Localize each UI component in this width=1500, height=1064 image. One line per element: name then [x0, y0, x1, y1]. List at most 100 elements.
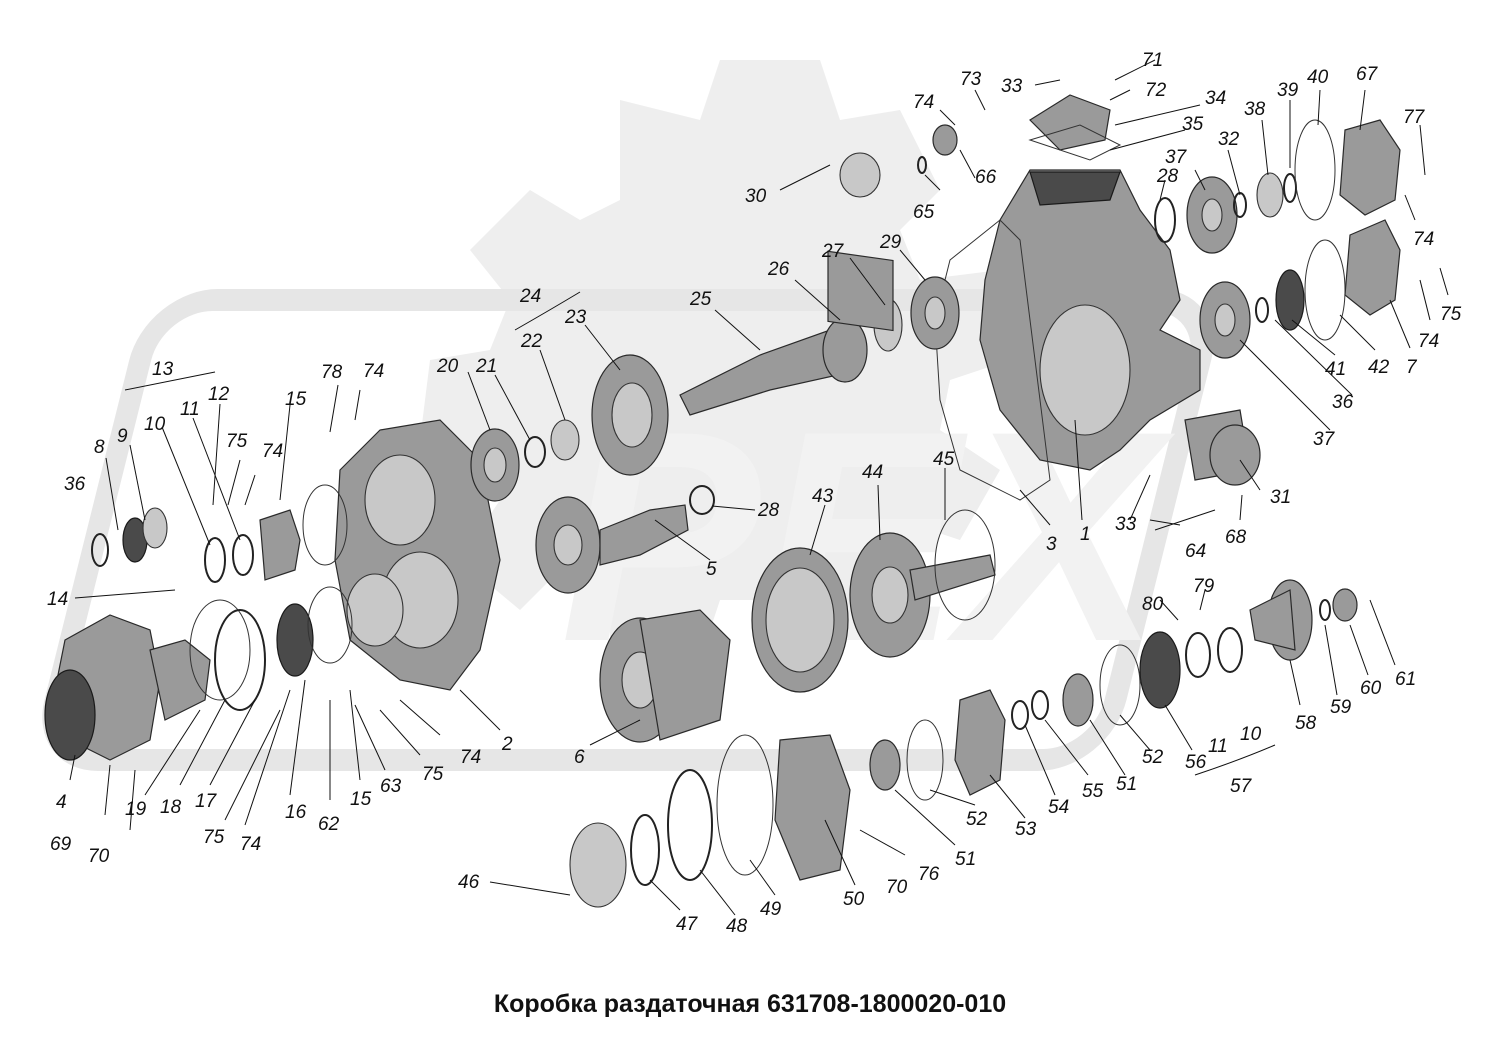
label-61: 61: [1395, 669, 1416, 690]
label-78: 78: [321, 362, 343, 383]
label-24: 24: [519, 286, 541, 307]
label-9: 9: [117, 426, 128, 447]
label-74-right1: 74: [1413, 229, 1434, 250]
label-47: 47: [676, 914, 699, 935]
label-55: 55: [1082, 781, 1104, 802]
page-title: Коробка раздаточная 631708-1800020-010: [493, 990, 1007, 1018]
label-28-top: 28: [1156, 166, 1179, 187]
label-1: 1: [1080, 524, 1091, 545]
label-15: 15: [285, 389, 307, 410]
label-44: 44: [862, 462, 883, 483]
label-69: 69: [50, 834, 72, 855]
label-74-bl: 74: [240, 834, 261, 855]
label-6: 6: [574, 747, 585, 768]
flange-30: [827, 152, 894, 332]
label-74-left: 74: [262, 441, 283, 462]
label-8: 8: [94, 437, 105, 458]
label-4: 4: [56, 792, 67, 813]
label-74-top: 74: [913, 92, 934, 113]
leader-lines: [69, 59, 1449, 916]
label-79: 79: [1193, 576, 1215, 597]
label-66: 66: [975, 167, 997, 188]
label-26: 26: [767, 259, 790, 280]
label-36-left: 36: [64, 474, 86, 495]
label-70-mid: 70: [886, 877, 908, 898]
label-56: 56: [1185, 752, 1207, 773]
label-64: 64: [1185, 541, 1206, 562]
label-80: 80: [1142, 594, 1164, 615]
gear-23: [591, 354, 669, 476]
label-17: 17: [195, 791, 218, 812]
label-10: 10: [144, 414, 166, 435]
label-76: 76: [918, 864, 940, 885]
label-20: 20: [436, 356, 459, 377]
label-19: 19: [125, 799, 147, 820]
label-52-left: 52: [966, 809, 988, 830]
differential-6: [599, 609, 731, 743]
label-37-top: 37: [1165, 147, 1188, 168]
ring-gear-43: [751, 547, 849, 693]
label-43: 43: [812, 486, 834, 507]
label-73: 73: [960, 69, 982, 90]
label-11: 11: [180, 399, 200, 420]
label-75-right: 75: [1440, 304, 1462, 325]
label-67: 67: [1356, 64, 1379, 85]
label-18: 18: [160, 797, 182, 818]
label-62: 62: [318, 814, 340, 835]
label-72: 72: [1145, 80, 1167, 101]
pump-assembly-4: [44, 599, 266, 761]
label-71: 71: [1142, 50, 1163, 71]
label-2: 2: [501, 734, 513, 755]
label-27: 27: [821, 241, 845, 262]
cover-67: [1339, 119, 1401, 316]
label-28-mid: 28: [757, 500, 780, 521]
label-10-rear: 10: [1240, 724, 1262, 745]
label-5: 5: [706, 559, 717, 580]
label-36-right: 36: [1332, 392, 1354, 413]
left-parts: [91, 484, 353, 677]
label-16: 16: [285, 802, 307, 823]
label-54: 54: [1048, 797, 1069, 818]
part-labels: 1 2 3 4 5 6 7 8 9 10 10 11 11 12 13 14 1…: [47, 50, 1462, 937]
bearings-right: [1154, 119, 1346, 359]
label-25: 25: [689, 289, 712, 310]
label-46: 46: [458, 872, 480, 893]
label-30: 30: [745, 186, 767, 207]
label-45: 45: [933, 449, 955, 470]
cover-2: [334, 419, 501, 691]
label-63: 63: [380, 776, 402, 797]
label-3: 3: [1046, 534, 1057, 555]
gear-shaft-5: [535, 485, 715, 594]
label-23: 23: [564, 307, 587, 328]
label-31: 31: [1270, 487, 1291, 508]
label-34: 34: [1205, 88, 1226, 109]
flange-31: [1184, 409, 1261, 486]
label-74-cover: 74: [363, 361, 384, 382]
label-41: 41: [1325, 359, 1346, 380]
label-74-bottom: 74: [460, 747, 481, 768]
label-60: 60: [1360, 678, 1382, 699]
label-14: 14: [47, 589, 68, 610]
label-15-b: 15: [350, 789, 372, 810]
label-75-mid: 75: [422, 764, 444, 785]
label-13: 13: [152, 359, 174, 380]
label-75-bl: 75: [203, 827, 225, 848]
label-33-mid: 33: [1115, 514, 1137, 535]
label-50: 50: [843, 889, 865, 910]
label-40: 40: [1307, 67, 1329, 88]
label-68: 68: [1225, 527, 1247, 548]
top-small-parts: [917, 94, 1122, 174]
label-29: 29: [879, 232, 902, 253]
label-51-left: 51: [955, 849, 976, 870]
label-48: 48: [726, 916, 748, 937]
housing-1: [979, 169, 1201, 471]
shaft-25: [679, 317, 868, 416]
label-7: 7: [1406, 357, 1418, 378]
label-42: 42: [1368, 357, 1390, 378]
label-51-right: 51: [1116, 774, 1137, 795]
label-38: 38: [1244, 99, 1266, 120]
gasket-3: [934, 219, 1051, 501]
label-77: 77: [1403, 107, 1426, 128]
label-12: 12: [208, 384, 230, 405]
